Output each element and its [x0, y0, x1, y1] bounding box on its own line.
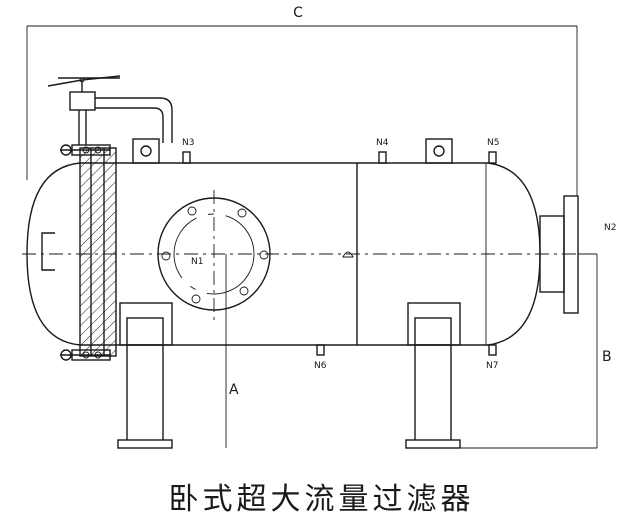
dimension-c-label: C: [293, 5, 303, 21]
nozzle-n5: N5: [487, 138, 499, 164]
dimension-b: B: [460, 253, 612, 449]
nozzle-n3-label: N3: [182, 138, 194, 148]
closure-flange: [60, 144, 117, 361]
support-right: [405, 302, 461, 449]
nozzle-n6: N6: [314, 344, 327, 371]
nozzle-n2: N2: [539, 195, 616, 314]
nozzle-n5-label: N5: [487, 138, 499, 148]
nozzle-n3: N3: [182, 138, 194, 164]
lifting-lug-left: [132, 138, 160, 164]
nozzle-n7: N7: [486, 344, 498, 371]
dimension-a: A: [225, 254, 239, 448]
nozzle-n4-label: N4: [376, 138, 389, 148]
filter-drawing: C: [22, 5, 616, 449]
nozzle-n6-label: N6: [314, 361, 327, 371]
support-left: [117, 302, 173, 449]
drawing-title: 卧式超大流量过滤器: [168, 482, 475, 517]
nozzle-n4: N4: [376, 138, 389, 164]
dimension-b-label: B: [602, 349, 612, 365]
nozzle-n1: N1: [157, 190, 271, 320]
dimension-a-label: A: [229, 382, 239, 398]
davit-arm: [47, 75, 173, 145]
lifting-lug-right: [425, 138, 453, 164]
dimension-c: C: [26, 5, 578, 196]
nozzle-n2-label: N2: [604, 223, 616, 233]
nozzle-n7-label: N7: [486, 361, 498, 371]
nozzle-n1-label: N1: [191, 257, 203, 267]
